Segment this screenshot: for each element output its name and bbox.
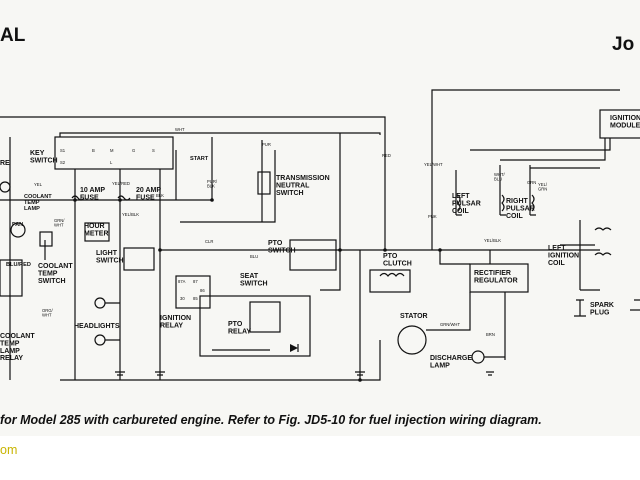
pto-switch-box	[289, 239, 337, 271]
light-switch-box	[123, 247, 155, 271]
wire-label-yel-wht: YEL/WHT	[424, 162, 443, 167]
coolant-relay-box	[0, 259, 23, 297]
discharge-lamp-symbol	[471, 350, 485, 364]
wire-label-yel-grn: YEL/GRN	[538, 182, 548, 191]
seat-switch-box	[199, 295, 311, 357]
terminal-s2: S2	[60, 160, 66, 165]
label-stator: STATOR	[400, 313, 428, 320]
pto-relay-box	[249, 301, 281, 333]
wire-label-blk: BLK	[156, 193, 164, 198]
ignition-module-box	[599, 109, 640, 139]
terminal-86: 86	[200, 288, 205, 293]
wire-label-pnk: PNK	[428, 214, 437, 219]
wire-label-yel: YEL	[34, 182, 43, 187]
label-start: START	[190, 156, 209, 162]
wire-wht-top	[59, 132, 381, 137]
terminal-87a: 87A	[178, 279, 186, 284]
headlight-upper	[94, 297, 106, 309]
wire-ign-module-top	[431, 89, 620, 250]
terminal-b: B	[92, 148, 95, 153]
key-switch-box	[54, 136, 174, 170]
wire-label-brn: BRN	[486, 332, 495, 337]
terminal-87: 87	[193, 279, 198, 284]
diagram-caption: for Model 285 with carbureted engine. Re…	[0, 413, 542, 427]
diode-symbol	[290, 344, 298, 352]
transmission-switch-box	[257, 171, 271, 195]
wire-label-pur: PUR	[262, 142, 271, 147]
label-blu-red: BLU/RED	[6, 262, 31, 268]
wire-label-grn-wht-stator: GRN/WHT	[440, 322, 460, 327]
wire-top-left	[0, 116, 386, 250]
terminal-30: 30	[180, 296, 185, 301]
wire-label-clr: CLR	[205, 239, 213, 244]
wire-label-wht: WHT	[175, 127, 185, 132]
terminal-s1: S1	[60, 148, 66, 153]
rectifier-regulator-box	[469, 263, 529, 293]
watermark: om	[0, 443, 18, 457]
header-left-fragment: AL	[0, 25, 26, 46]
wire-label-wht-blu: WHT/BLU	[494, 172, 506, 181]
wire-label-org-wht: ORG/WHT	[42, 308, 54, 317]
wire-label-red: RED	[382, 153, 391, 158]
ignition-relay-box	[175, 275, 211, 309]
terminal-85: 85	[193, 296, 198, 301]
terminal-l: L	[110, 160, 113, 165]
bottom-band	[0, 436, 640, 480]
stator-coil	[397, 325, 427, 355]
wire-label-yel-blk-rect: YEL/BLK	[484, 238, 501, 243]
coolant-temp-switch-box	[39, 231, 53, 247]
terminal-s: S	[152, 148, 155, 153]
coolant-temp-lamp-symbol	[0, 181, 11, 193]
wire-label-grn-wht: GRN/WHT	[54, 218, 65, 227]
wire-label-grn: GRN	[527, 180, 536, 185]
wire-label-yel-red: YEL/RED	[112, 181, 130, 186]
header-right-fragment: Jo	[612, 34, 635, 55]
wire-label-blu: BLU	[250, 254, 258, 259]
terminal-m: M	[110, 148, 114, 153]
hour-meter-box	[84, 222, 110, 242]
terminal-g: G	[132, 148, 135, 153]
fan-symbol	[10, 222, 26, 238]
pto-clutch-box	[369, 269, 411, 293]
label-fan: FAN	[12, 222, 23, 228]
wire-label-yel-blk: YEL/BLK	[122, 212, 139, 217]
wire-label-pur-blk: PUR/BLK	[207, 179, 218, 188]
label-headlights: HEADLIGHTS	[74, 323, 120, 330]
headlight-lower	[94, 334, 106, 346]
label-re: RE	[0, 160, 10, 167]
